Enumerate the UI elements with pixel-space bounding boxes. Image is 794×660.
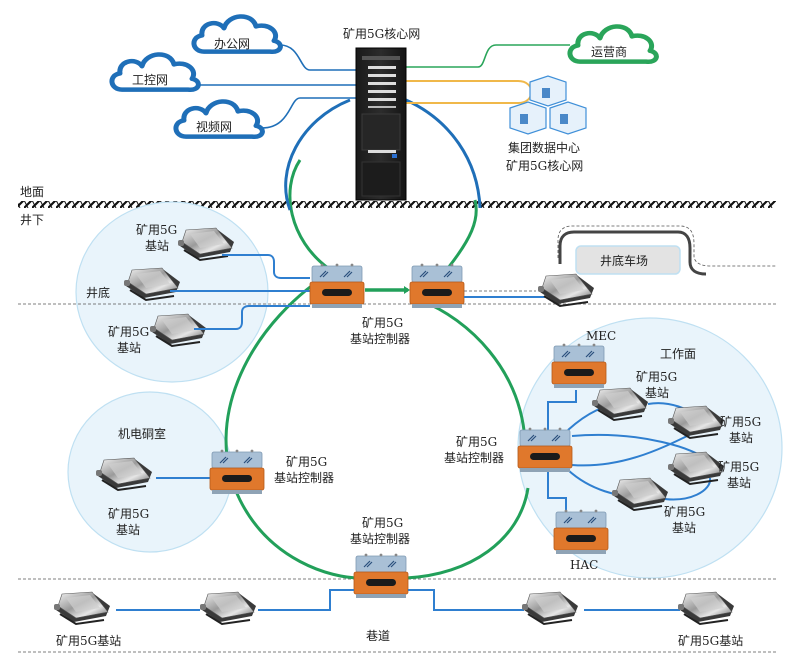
hac-label: HAC: [570, 558, 598, 572]
cloud-carrier-label: 运营商: [591, 44, 627, 59]
top-controller-label-2: 基站控制器: [350, 332, 410, 346]
link-carrier: [406, 44, 570, 68]
controller-top-right: [409, 263, 465, 309]
link-datacenter: [406, 80, 533, 104]
hac-server: [553, 509, 609, 555]
workface-bs4-label-2: 基站: [672, 521, 696, 535]
roadway-right-station-label: 矿用5G基站: [678, 634, 743, 648]
workface-bs1-label-2: 基站: [645, 386, 669, 400]
electrical-bs-label-1: 矿用5G: [108, 507, 149, 521]
electrical-bs-label-2: 基站: [116, 523, 140, 537]
controller-electrical-room: [209, 449, 265, 495]
roadway-controller-label-2: 基站控制器: [350, 532, 410, 546]
surface-label: 地面: [20, 185, 44, 199]
cloud-office-label: 办公网: [214, 36, 250, 51]
roadway-label: 巷道: [366, 629, 390, 643]
workface-controller-label-2: 基站控制器: [444, 451, 504, 465]
shaft-links: [170, 254, 310, 330]
workface-label: 工作面: [660, 347, 696, 361]
datacenter-label-line2: 矿用5G核心网: [506, 159, 583, 173]
workface-bs2-label-1: 矿用5G: [720, 415, 761, 429]
yard-label: 井底车场: [600, 253, 648, 268]
roadway-controller-label-1: 矿用5G: [362, 516, 403, 530]
workface-bs3-label-1: 矿用5G: [718, 460, 759, 474]
electrical-room-label: 机电硐室: [118, 426, 166, 441]
roadway-links: [116, 589, 680, 611]
controller-roadway: [353, 552, 409, 599]
workface-bs1-label-1: 矿用5G: [636, 370, 677, 384]
yard-track: [558, 230, 707, 276]
base-station-roadway-4: [677, 591, 735, 625]
roadway-left-station-label: 矿用5G基站: [56, 634, 121, 648]
electrical-controller-label-2: 基站控制器: [274, 471, 334, 485]
ground-surface-line: [18, 201, 776, 208]
shaft-bs-bottom-label-1: 矿用5G: [108, 325, 149, 339]
cloud-control-label: 工控网: [132, 73, 168, 87]
yard-box: [575, 245, 681, 275]
cloud-video-label: 视频网: [196, 119, 232, 134]
electrical-controller-label-1: 矿用5G: [286, 455, 327, 469]
server-rack-icon: [355, 47, 407, 201]
mec-label: MEC: [586, 329, 616, 343]
base-station-roadway-2: [199, 591, 257, 625]
datacenter-label-line1: 集团数据中心: [508, 140, 580, 155]
shaft-bs-bottom-label-2: 基站: [117, 341, 141, 355]
shaft-bs-top-label-1: 矿用5G: [136, 223, 177, 237]
workface-bs4-label-1: 矿用5G: [664, 505, 705, 519]
yard-dashed-outline: [557, 225, 776, 267]
link-video: [261, 97, 356, 129]
mec-server: [551, 343, 607, 389]
core-network-label: 矿用5G核心网: [343, 27, 420, 41]
underground-label: 井下: [20, 213, 44, 227]
controller-top-left: [309, 263, 365, 309]
workface-bs3-label-2: 基站: [727, 476, 751, 490]
link-office: [279, 44, 356, 71]
shaft-bs-top-label-2: 基站: [145, 239, 169, 253]
base-station-yard: [537, 273, 595, 307]
controller-workface: [517, 427, 573, 473]
core-uplink-right: [405, 98, 482, 209]
core-uplink-left: [284, 98, 351, 211]
base-station-roadway-3: [521, 591, 579, 625]
shaft-bottom-label: 井底: [86, 285, 110, 300]
workface-bs2-label-2: 基站: [729, 431, 753, 445]
top-controller-label-1: 矿用5G: [362, 316, 403, 330]
workface-controller-label-1: 矿用5G: [456, 435, 497, 449]
datacenter-cubes-icon: [509, 75, 587, 135]
base-station-roadway-1: [53, 591, 111, 625]
